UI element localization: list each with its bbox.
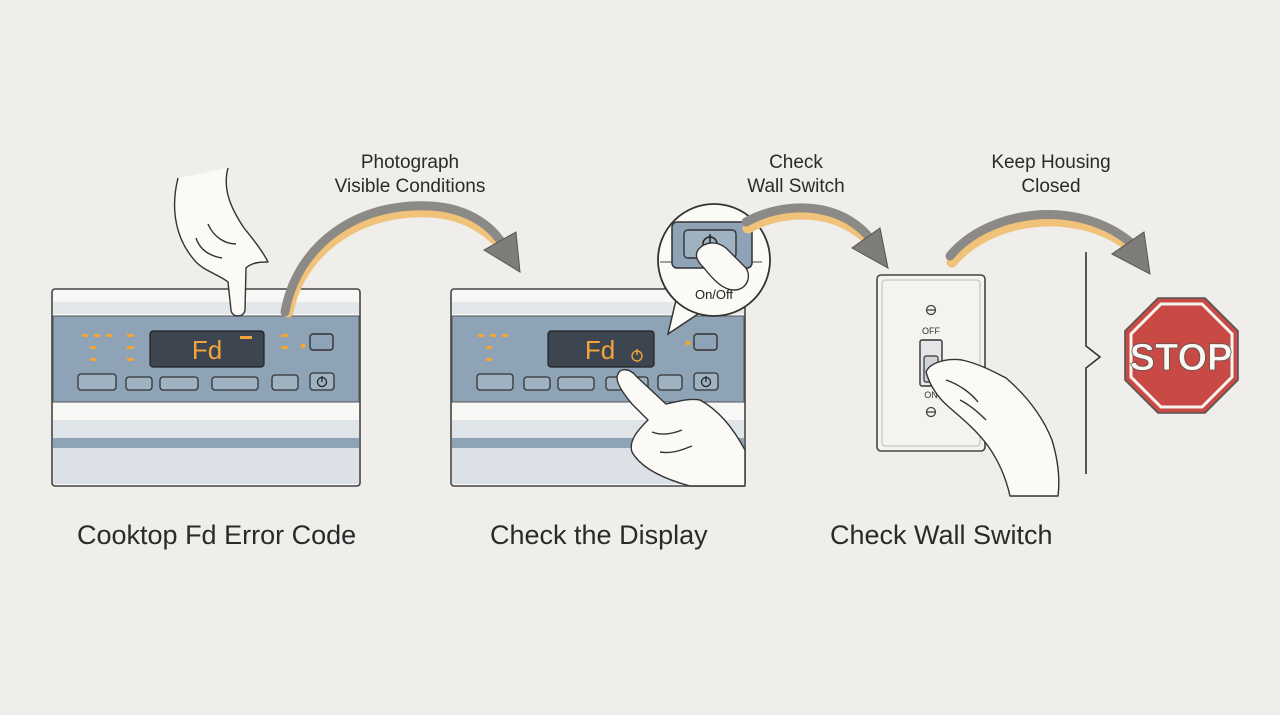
error-display-1 [149, 330, 265, 368]
cooktop-panel-1: Fd [51, 288, 361, 487]
caption-check-wall-switch: Check Wall Switch [830, 520, 1053, 550]
pointing-hand-icon [173, 167, 269, 317]
control-buttons-1 [77, 372, 335, 391]
arrow-step-3 [945, 210, 1151, 275]
divider-line [1085, 252, 1102, 474]
step-label-1-line-1: Photograph [360, 152, 460, 173]
switch-on-label: ON [924, 390, 938, 400]
arrow-step-1 [280, 201, 521, 318]
switch-off-label: OFF [922, 326, 940, 336]
step-label-2-line-2: Wall Switch [747, 176, 845, 197]
step-label-3-line-1: Keep Housing [991, 152, 1111, 173]
step-label-1: Photograph Visible Conditions [300, 151, 520, 199]
display-code-1: Fd [192, 335, 222, 365]
error-display-2 [547, 330, 655, 368]
display-code-2: Fd [585, 335, 615, 365]
step-label-2-line-1: Check [769, 152, 823, 173]
caption-cooktop-error: Cooktop Fd Error Code [77, 520, 357, 550]
display-power-icon [631, 349, 643, 362]
power-icon-2 [700, 376, 712, 388]
stop-sign-icon: STOP [1124, 297, 1239, 414]
indicator-leds-2 [478, 334, 691, 361]
step-label-2: Check Wall Switch [686, 151, 906, 199]
on-off-callout: On/Off [657, 203, 771, 336]
step-label-3: Keep Housing Closed [941, 151, 1161, 199]
arrow-step-2 [741, 203, 889, 269]
step-label-3-line-2: Closed [1021, 176, 1081, 197]
step-label-1-line-2: Visible Conditions [334, 176, 486, 197]
power-icon [316, 376, 328, 388]
stop-sign-label: STOP [1130, 337, 1233, 379]
caption-check-display: Check the Display [490, 520, 708, 550]
pressing-hand-icon [616, 369, 746, 487]
callout-label: On/Off [695, 287, 733, 302]
switch-hand-icon [925, 358, 1060, 497]
indicator-leds-1 [82, 334, 306, 361]
